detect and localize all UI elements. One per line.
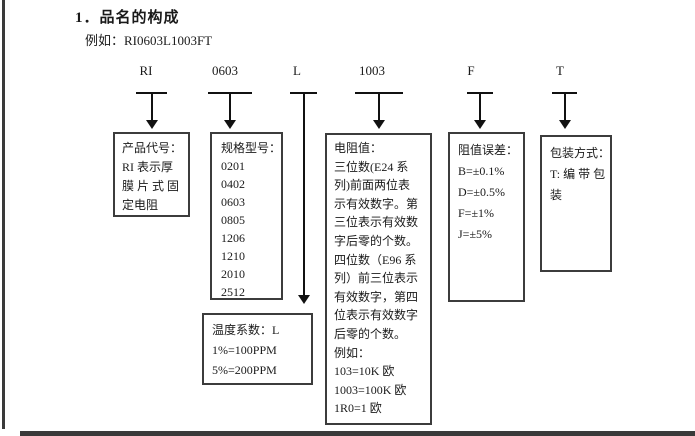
text-line: 温度系数：L: [212, 323, 280, 337]
code-tolerance: F: [467, 63, 475, 78]
text-line: 0402: [221, 177, 245, 191]
text-line: 2512: [221, 285, 245, 299]
text-line: 示有效数字。第: [334, 196, 419, 211]
text-line: 包装方式：: [550, 146, 611, 160]
code-product: RI: [139, 63, 153, 78]
arrow-stem: [563, 92, 566, 122]
page-bottom-border: [20, 431, 695, 436]
text-line: J=±5%: [458, 227, 493, 241]
connector-arrow-tcr: [290, 92, 317, 304]
text-line: T: 编 带 包: [550, 167, 606, 181]
connector-arrow-product: [136, 92, 167, 129]
text-line: 四位数（E96 系: [334, 252, 417, 267]
arrow-stem: [229, 92, 231, 122]
text-line: 1003=100K 欧: [334, 382, 407, 397]
text-line: 字后零的个数。: [334, 233, 419, 248]
code-packaging: T: [556, 63, 564, 78]
code-value: 1003: [359, 63, 385, 78]
example-text: 例如：RI0603L1003FT: [85, 33, 213, 48]
text-line: RI 表示厚: [122, 160, 174, 174]
text-line: 列)前面两位表: [334, 178, 410, 193]
arrow-down-icon: [224, 120, 236, 129]
arrow-stem: [302, 92, 305, 297]
text-line: 2010: [221, 267, 245, 281]
box-product-code: 产品代号： RI 表示厚膜 片 式 固定电阻: [113, 132, 190, 217]
text-line: 1%=100PPM: [212, 343, 277, 357]
text-line: B=±0.1%: [458, 164, 505, 178]
box-packaging: 包装方式： T: 编 带 包装: [540, 135, 612, 272]
arrow-down-icon: [474, 120, 486, 129]
text-line: 5%=200PPM: [212, 363, 277, 377]
text-line: 规格型号：: [221, 141, 282, 155]
text-line: 阻值误差：: [458, 143, 519, 157]
arrow-down-icon: [373, 120, 385, 129]
text-line: 103=10K 欧: [334, 364, 395, 379]
text-line: 三位数(E24 系: [334, 159, 409, 174]
arrow-down-icon: [558, 120, 571, 129]
text-line: 1206: [221, 231, 245, 245]
box-tolerance: 阻值误差： B=±0.1% D=±0.5% F=±1% J=±5%: [448, 132, 525, 302]
text-line: D=±0.5%: [458, 185, 506, 199]
text-line: 三位表示有效数: [334, 215, 419, 230]
arrow-down-icon: [297, 295, 310, 304]
section-title: 1．品名的构成: [75, 10, 180, 26]
box-temp-coefficient: 温度系数：L 1%=100PPM 5%=200PPM: [202, 313, 313, 385]
text-line: 例如：: [334, 345, 371, 360]
box-resistance-value: 电阻值： 三位数(E24 系列)前面两位表示有效数字。第三位表示有效数字后零的个数…: [325, 133, 432, 425]
arrow-stem: [479, 92, 481, 122]
text-line: 列）前三位表示: [334, 271, 419, 286]
text-line: 装: [550, 188, 563, 202]
text-line: 定电阻: [122, 198, 159, 212]
code-size: 0603: [212, 63, 238, 78]
arrow-stem: [150, 92, 153, 122]
arrow-down-icon: [145, 120, 158, 129]
text-line: 0201: [221, 159, 245, 173]
text-line: 后零的个数。: [334, 326, 407, 341]
connector-arrow-tolerance: [467, 92, 493, 129]
text-line: F=±1%: [458, 206, 495, 220]
text-line: 电阻值：: [334, 141, 383, 155]
text-line: 1R0=1 欧: [334, 401, 382, 416]
text-line: 位表示有效数字: [334, 308, 419, 323]
text-line: 有效数字，第四: [334, 289, 419, 304]
text-line: 0603: [221, 195, 245, 209]
text-line: 1210: [221, 249, 245, 263]
connector-arrow-value: [355, 92, 403, 129]
page-left-border: [2, 0, 5, 429]
code-tcr: L: [293, 63, 301, 78]
connector-arrow-size: [208, 92, 252, 129]
connector-arrow-packaging: [552, 92, 577, 129]
box-spec-model: 规格型号： 0201 0402 0603 0805 1206 1210 2010 2512: [210, 132, 283, 300]
arrow-stem: [378, 92, 380, 122]
text-line: 产品代号：: [122, 141, 183, 155]
text-line: 0805: [221, 213, 245, 227]
text-line: 膜 片 式 固: [122, 179, 180, 193]
